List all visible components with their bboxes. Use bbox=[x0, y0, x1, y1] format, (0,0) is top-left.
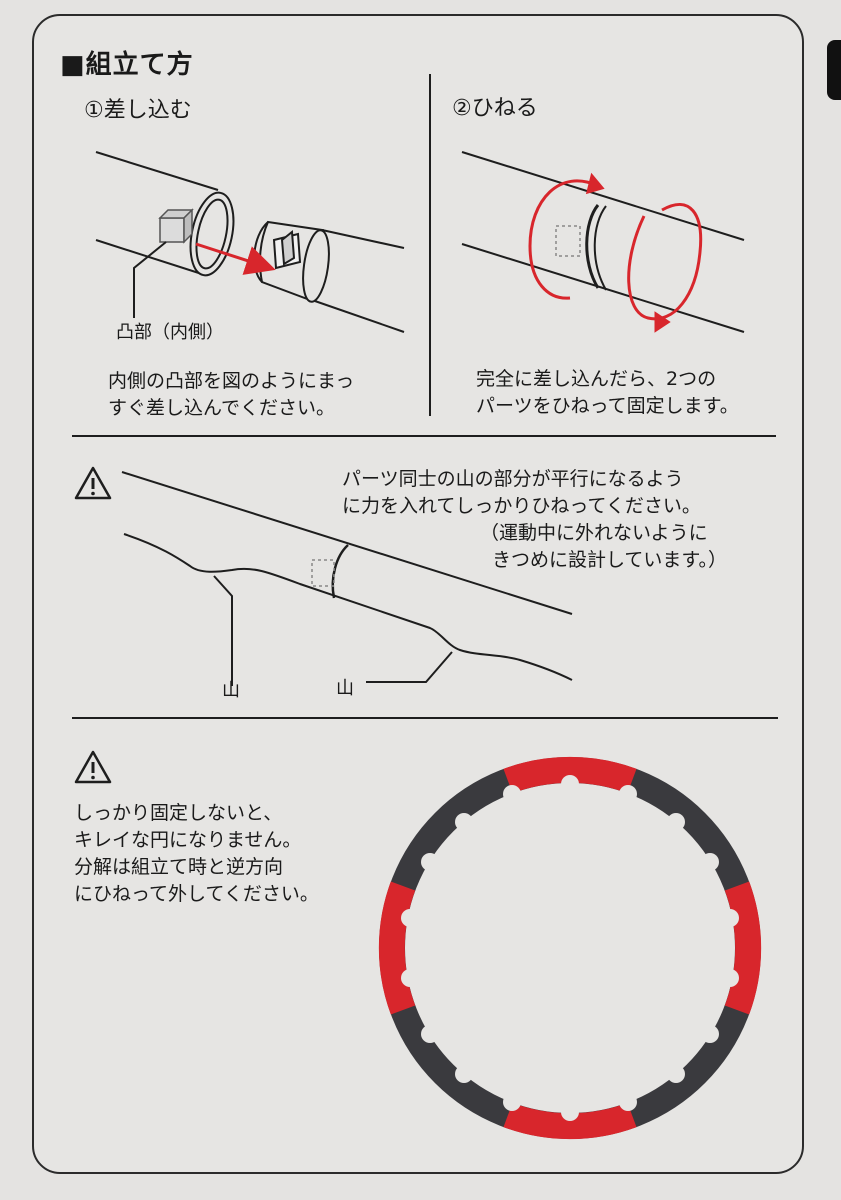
caution1-line3: （運動中に外れないように bbox=[480, 522, 708, 544]
caution2-line2: キレイな円になりません。 bbox=[74, 829, 302, 851]
page-title: ■組立て方 bbox=[60, 50, 194, 80]
twist-arrows bbox=[528, 172, 703, 333]
hoop-diagram bbox=[378, 756, 762, 1140]
caution1-line4: きつめに設計しています。） bbox=[492, 549, 728, 571]
insert-diagram bbox=[95, 151, 405, 333]
mountain-label-left: 山 bbox=[222, 680, 240, 701]
ridge-diagram bbox=[121, 471, 573, 686]
mountain-label-right: 山 bbox=[336, 678, 354, 699]
insert-arrow bbox=[195, 242, 276, 275]
warning-icon bbox=[74, 466, 112, 500]
caution1-line1: パーツ同士の山の部分が平行になるよう bbox=[342, 468, 684, 490]
caution1-line2: に力を入れてしっかりひねってください。 bbox=[342, 495, 701, 517]
warning-icon bbox=[74, 750, 112, 784]
step2-heading: ②ひねる bbox=[452, 96, 538, 121]
twist-diagram bbox=[461, 151, 745, 333]
caution2-line1: しっかり固定しないと、 bbox=[74, 802, 283, 824]
protrusion-label: 凸部（内側） bbox=[116, 322, 224, 343]
caution2-line4: にひねって外してください。 bbox=[74, 883, 319, 905]
step2-desc-line1: 完全に差し込んだら、2つの bbox=[476, 368, 717, 390]
caution2-line3: 分解は組立て時と逆方向 bbox=[74, 856, 284, 878]
step1-heading: ①差し込む bbox=[84, 98, 192, 123]
background-edge bbox=[827, 40, 841, 100]
step1-desc-line2: すぐ差し込んでください。 bbox=[108, 397, 336, 419]
step2-desc-line2: パーツをひねって固定します。 bbox=[476, 395, 739, 417]
step1-desc-line1: 内側の凸部を図のようにまっ bbox=[108, 370, 355, 392]
